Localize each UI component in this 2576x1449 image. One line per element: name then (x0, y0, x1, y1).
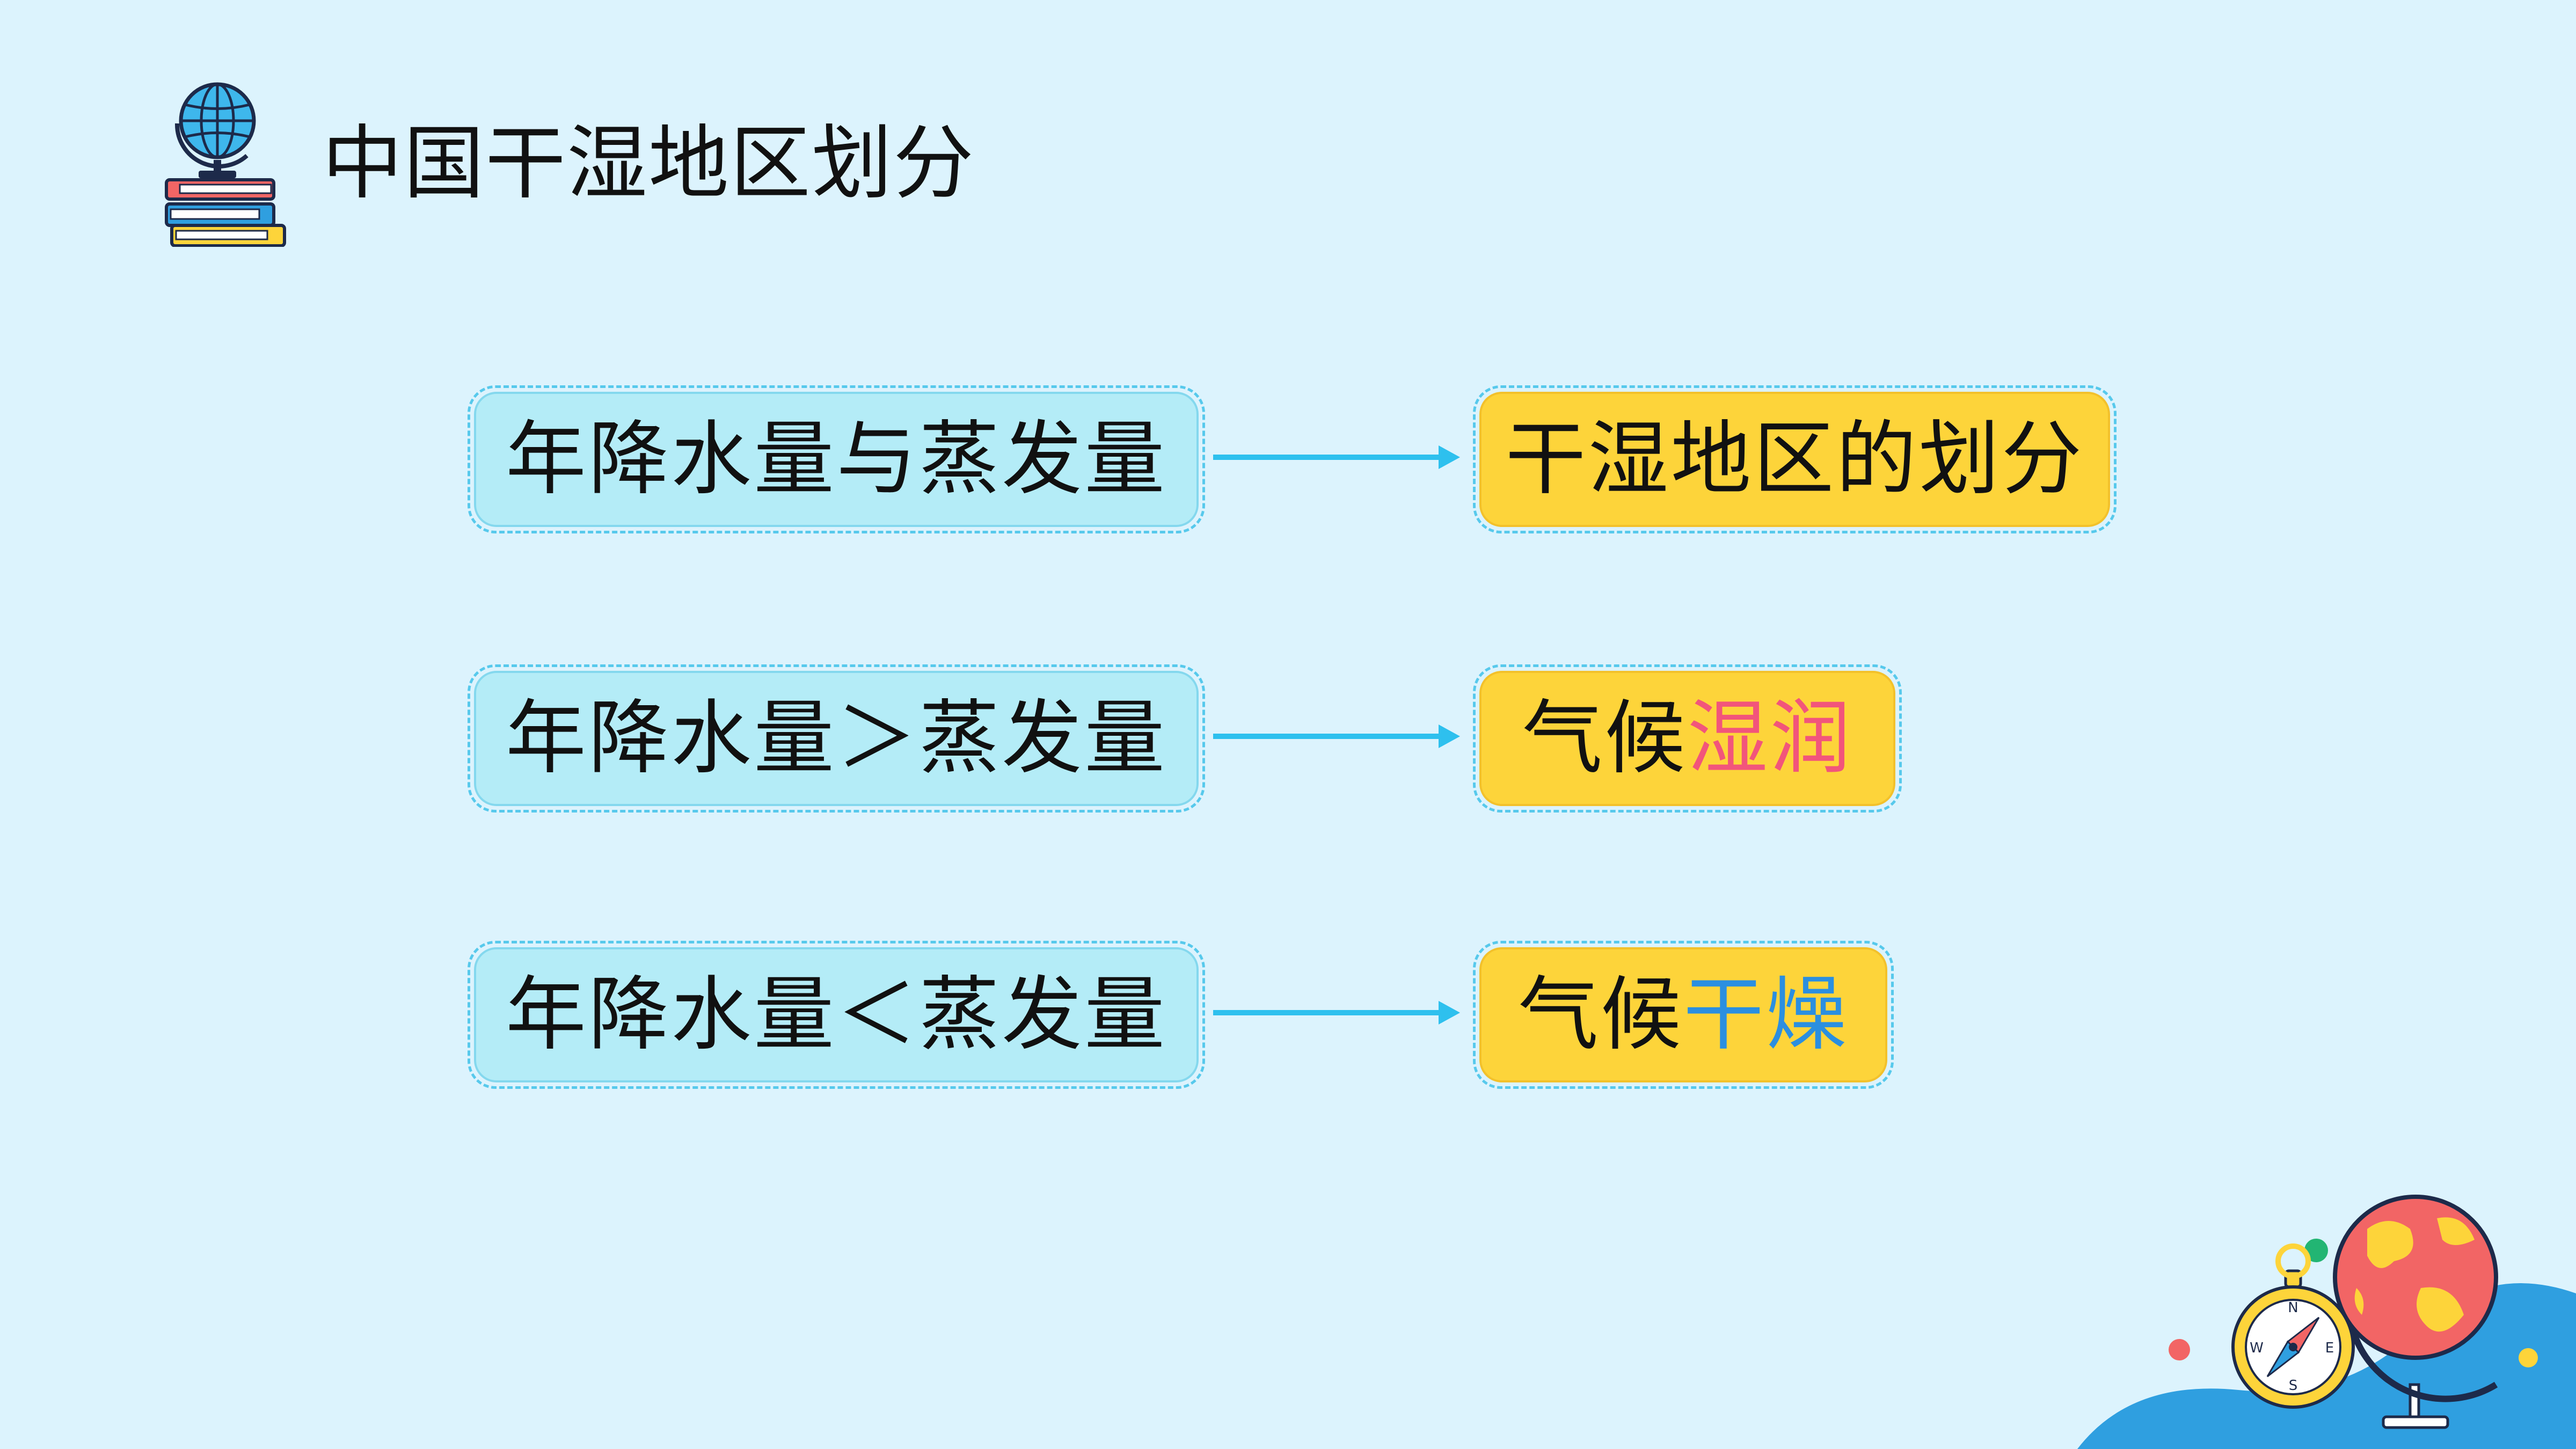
globe-compass-decoration-icon: N E S W (2077, 1195, 2576, 1449)
condition-text-1: 年降水量与蒸发量 (505, 413, 1167, 506)
condition-box-3: 年降水量＜蒸发量 (468, 941, 1205, 1089)
condition-box-1: 年降水量与蒸发量 (468, 385, 1205, 533)
result-highlight-dry: 干燥 (1683, 968, 1849, 1062)
compass-label-s: S (2289, 1378, 2298, 1394)
arrow-right-icon (1213, 445, 1460, 469)
result-highlight-humid: 湿润 (1687, 692, 1853, 785)
compass-label-w: W (2250, 1340, 2264, 1356)
globe-books-icon (165, 82, 286, 247)
result-box-1: 干湿地区的划分 (1473, 385, 2117, 533)
result-box-3: 气候干燥 (1473, 941, 1894, 1089)
condition-box-2: 年降水量＞蒸发量 (468, 664, 1205, 813)
page-title: 中国干湿地区划分 (322, 117, 975, 210)
arrow-right-icon (1213, 724, 1460, 748)
compass-label-n: N (2288, 1300, 2298, 1316)
condition-text-2: 年降水量＞蒸发量 (505, 692, 1167, 785)
condition-text-3: 年降水量＜蒸发量 (505, 968, 1167, 1062)
result-prefix-2: 气候 (1522, 692, 1688, 785)
result-box-2: 气候湿润 (1473, 664, 1902, 813)
result-text-1: 干湿地区的划分 (1505, 413, 2084, 506)
compass-label-e: E (2325, 1340, 2334, 1356)
arrow-right-icon (1213, 1001, 1460, 1024)
result-prefix-3: 气候 (1517, 968, 1683, 1062)
